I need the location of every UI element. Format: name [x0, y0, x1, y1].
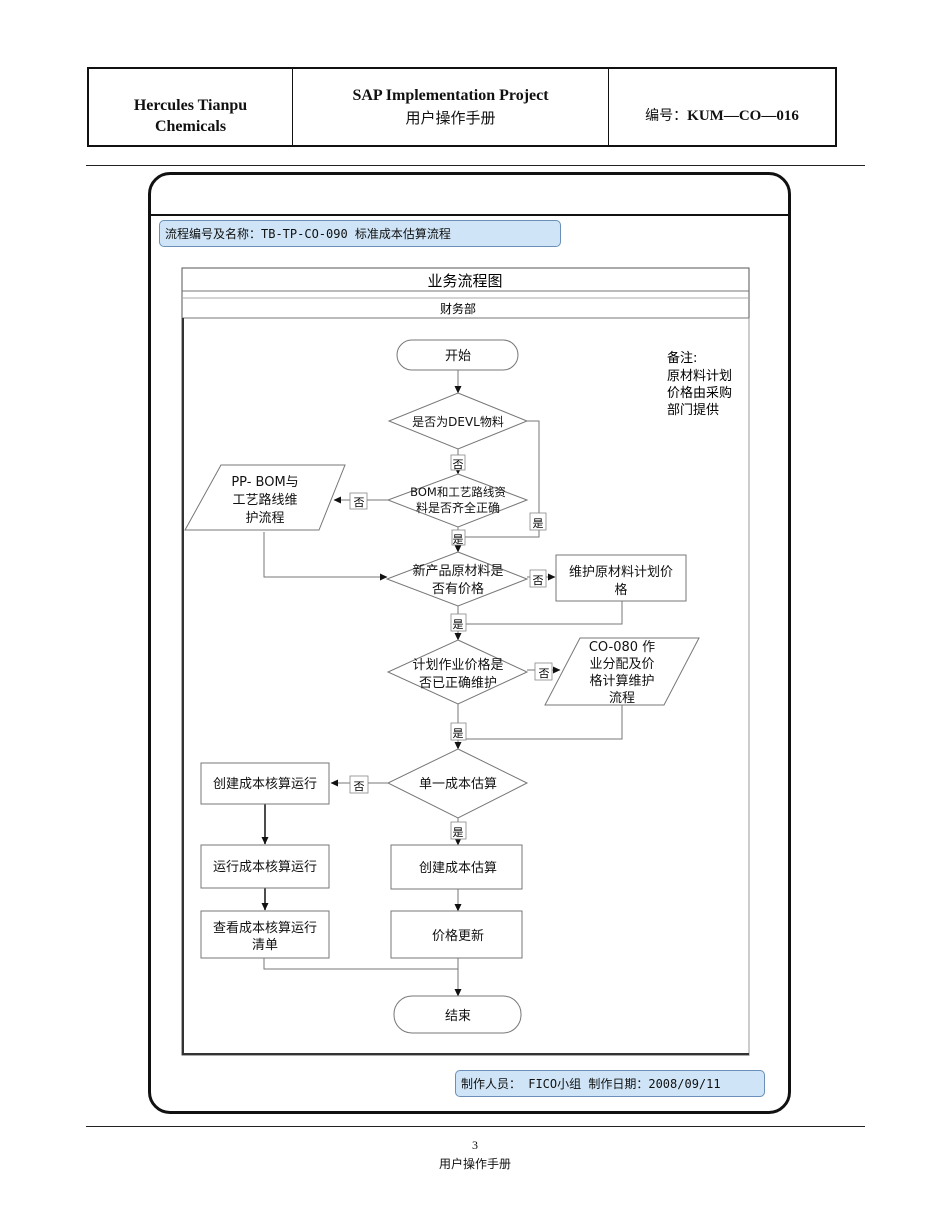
co080-process: [544, 637, 700, 706]
co080-label-1: CO-080 作: [589, 640, 655, 655]
label-d3-yes: 是: [453, 618, 464, 631]
page-number: 3: [472, 1138, 478, 1152]
frame-divider: [151, 214, 788, 216]
label-d4-yes: 是: [453, 727, 464, 740]
edge-maint-back: [458, 601, 623, 625]
view-run-box: [200, 910, 330, 959]
co080-label-4: 流程: [609, 691, 635, 706]
maintain-price-label-2: 格: [614, 582, 627, 598]
project-title: SAP Implementation Project: [352, 86, 549, 104]
label-d2-no: 否: [354, 496, 365, 509]
label-d5-yes: 是: [453, 826, 464, 839]
maintain-price-box: [555, 554, 687, 602]
decision-devl: [387, 392, 529, 450]
document-number-label: 编号：: [645, 108, 688, 124]
decision-bom: [386, 473, 529, 528]
header-rule: [86, 165, 865, 166]
note-line-2: 原材料计划: [667, 369, 732, 384]
decision-bom-label-1: BOM和工艺路线资: [410, 485, 506, 499]
view-run-label-2: 清单: [252, 938, 278, 953]
price-update-label: 价格更新: [432, 928, 484, 944]
note-line-3: 价格由采购: [667, 385, 732, 401]
end-label: 结束: [445, 1009, 471, 1024]
label-d1-no: 否: [453, 458, 464, 471]
exec-run-box: [200, 844, 330, 889]
diagram-title: 业务流程图: [427, 272, 502, 290]
co080-label-3: 格计算维护: [589, 673, 654, 689]
edge-view-end: [263, 958, 458, 970]
document-header-table: Hercules Tianpu Chemicals SAP Implementa…: [87, 67, 837, 147]
decision-bom-label-2: 料是否齐全正确: [416, 500, 500, 515]
decision-activity-price: [386, 639, 529, 705]
create-estimate-label: 创建成本估算: [419, 861, 497, 876]
edge-d1-yes: [460, 420, 540, 538]
start-label: 开始: [445, 349, 471, 364]
pp-bom-process: [184, 464, 346, 531]
company-name-line1: Hercules Tianpu: [133, 97, 248, 114]
process-id-chip: 流程编号及名称：TB-TP-CO-090 标准成本估算流程: [159, 220, 561, 247]
create-estimate-box: [390, 844, 523, 890]
decision-price-label-2: 否有价格: [432, 581, 484, 597]
decision-price-label-1: 新产品原材料是: [412, 563, 503, 579]
footer-rule: [86, 1126, 865, 1127]
label-d1-yes: 是: [533, 517, 544, 530]
lane-label: 财务部: [440, 301, 476, 316]
label-d2-yes: 是: [453, 533, 464, 546]
create-run-box: [200, 762, 330, 805]
edge-pp-d3: [263, 532, 388, 581]
exec-run-label: 运行成本核算运行: [213, 860, 317, 875]
create-run-label: 创建成本核算运行: [213, 777, 317, 792]
document-number-cell: 编号：KUM—CO—016: [608, 69, 835, 145]
project-cell: SAP Implementation Project 用户操作手册: [292, 69, 608, 145]
start-terminator: [396, 339, 519, 371]
pp-bom-label-3: 护流程: [245, 511, 284, 526]
note-line-1: 备注:: [667, 350, 697, 366]
pp-bom-label-2: 工艺路线维: [232, 492, 297, 508]
label-d5-no: 否: [354, 780, 365, 793]
decision-activity-label-2: 否已正确维护: [419, 676, 497, 691]
price-update-box: [390, 910, 523, 959]
edge-co80-back: [458, 705, 623, 740]
label-d4-no: 否: [539, 667, 550, 680]
decision-devl-label: 是否为DEVL物料: [412, 415, 504, 429]
process-frame: [148, 172, 791, 1114]
note-line-4: 部门提供: [667, 402, 719, 418]
document-number-value: KUM—CO—016: [687, 108, 799, 124]
company-name-line2: Chemicals: [154, 118, 227, 135]
label-d3-no: 否: [533, 574, 544, 587]
company-cell: Hercules Tianpu Chemicals: [89, 69, 292, 145]
decision-activity-label-1: 计划作业价格是: [412, 657, 503, 673]
end-terminator: [393, 995, 522, 1034]
pp-bom-label-1: PP- BOM与: [231, 475, 298, 490]
decision-price: [385, 551, 529, 607]
maintain-price-label-1: 维护原材料计划价: [569, 565, 673, 580]
decision-single-estimate: [386, 748, 529, 819]
decision-single-label: 单一成本估算: [419, 777, 497, 792]
author-date-chip: 制作人员： FICO小组 制作日期：2008/09/11: [455, 1070, 765, 1097]
footer-title: 用户操作手册: [438, 1157, 511, 1171]
view-run-label-1: 查看成本核算运行: [213, 920, 317, 936]
project-subtitle: 用户操作手册: [405, 108, 496, 127]
co080-label-2: 业分配及价: [589, 657, 654, 672]
